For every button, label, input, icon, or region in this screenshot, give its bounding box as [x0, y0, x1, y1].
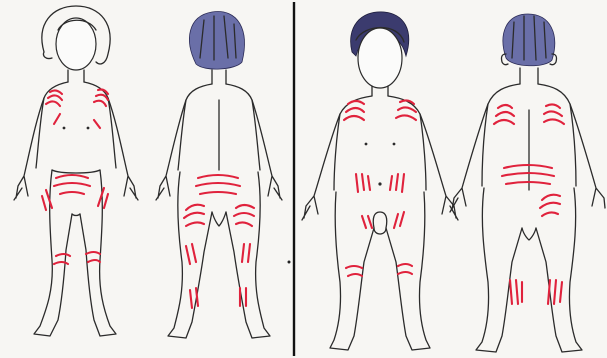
ink-dot [288, 261, 291, 264]
